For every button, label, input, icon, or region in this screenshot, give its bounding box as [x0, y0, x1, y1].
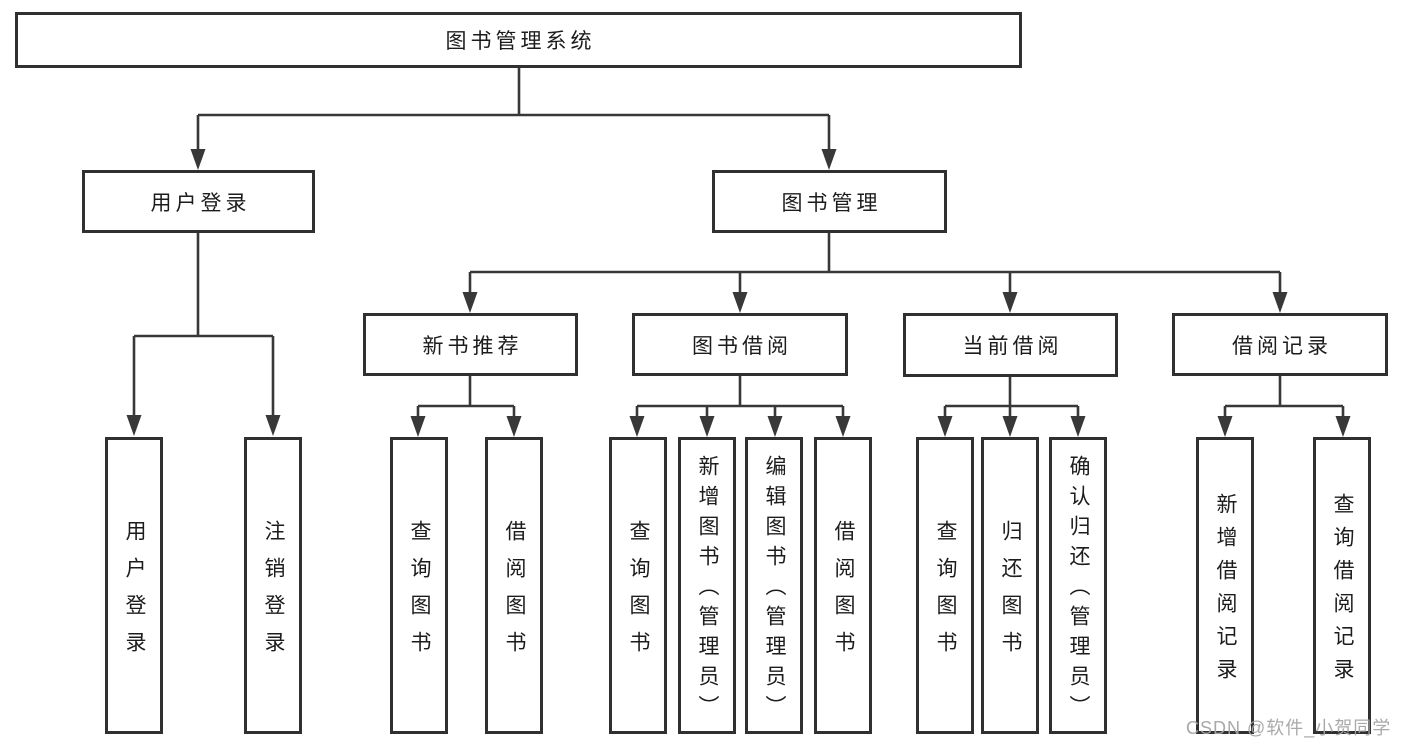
node-new-book-recommend: 新书推荐	[363, 313, 578, 376]
arrowhead	[1002, 416, 1018, 437]
arrowhead	[1217, 416, 1233, 437]
leaf-logout-login: 注销登录	[244, 437, 302, 734]
arrowhead	[126, 415, 142, 436]
arrowhead	[732, 292, 748, 313]
leaf-edit-books-admin: 编辑图书（管理员）	[745, 437, 803, 734]
node-label: 当前借阅	[962, 335, 1063, 358]
leaf-borrow-books: 借阅图书	[485, 437, 543, 734]
arrowhead	[506, 416, 522, 437]
leaf-query-books: 查询图书	[916, 437, 974, 734]
leaf-query-books: 查询图书	[390, 437, 448, 734]
arrowhead	[821, 149, 837, 170]
node-label: 注销登录	[262, 519, 285, 668]
arrowhead	[462, 292, 478, 313]
arrowhead	[1002, 292, 1018, 313]
node-label: 查询借阅记录	[1331, 492, 1354, 691]
node-label: 查询图书	[408, 519, 431, 668]
node-label: 查询图书	[627, 519, 650, 668]
node-label: 图书管理系统	[445, 30, 596, 53]
node-label: 新书推荐	[422, 334, 523, 358]
arrowhead	[767, 416, 783, 437]
node-root-library-system: 图书管理系统	[15, 12, 1022, 68]
node-book-management: 图书管理	[712, 170, 947, 233]
node-label: 借阅记录	[1232, 334, 1332, 358]
node-current-borrow: 当前借阅	[903, 313, 1118, 377]
node-borrow-records: 借阅记录	[1172, 313, 1388, 376]
leaf-return-books: 归还图书	[981, 437, 1039, 734]
node-label: 编辑图书（管理员）	[763, 455, 786, 725]
node-label: 借阅图书	[832, 519, 855, 668]
leaf-confirm-return-admin: 确认归还（管理员）	[1049, 437, 1107, 734]
arrowhead	[937, 416, 953, 437]
arrowhead	[410, 416, 426, 437]
arrowhead	[629, 416, 645, 437]
node-label: 查询图书	[934, 519, 957, 668]
arrowhead	[1335, 416, 1351, 437]
leaf-query-books: 查询图书	[609, 437, 667, 734]
node-label: 用户登录	[123, 519, 146, 668]
arrowhead	[265, 415, 281, 436]
leaf-borrow-books: 借阅图书	[814, 437, 872, 734]
node-label: 确认归还（管理员）	[1067, 455, 1090, 725]
arrowhead	[699, 416, 715, 437]
csdn-watermark: CSDN @软件_小贺同学	[1186, 718, 1392, 738]
arrowhead	[190, 149, 206, 170]
node-user-login: 用户登录	[82, 170, 315, 233]
node-label: 归还图书	[999, 519, 1022, 668]
node-label: 新增借阅记录	[1214, 492, 1237, 691]
node-label: 图书管理	[781, 191, 882, 215]
node-label: 用户登录	[150, 191, 251, 215]
arrowhead	[1070, 416, 1086, 437]
arrowhead	[835, 416, 851, 437]
arrowhead	[1272, 292, 1288, 313]
leaf-add-borrow-record: 新增借阅记录	[1196, 437, 1254, 734]
node-label: 图书借阅	[692, 334, 792, 358]
node-label: 借阅图书	[503, 519, 526, 668]
leaf-query-borrow-record: 查询借阅记录	[1313, 437, 1371, 734]
node-book-borrow: 图书借阅	[632, 313, 848, 376]
leaf-add-books-admin: 新增图书（管理员）	[678, 437, 736, 734]
arrowheads	[126, 149, 1351, 437]
leaf-user-login: 用户登录	[105, 437, 163, 734]
node-label: 新增图书（管理员）	[696, 455, 719, 725]
